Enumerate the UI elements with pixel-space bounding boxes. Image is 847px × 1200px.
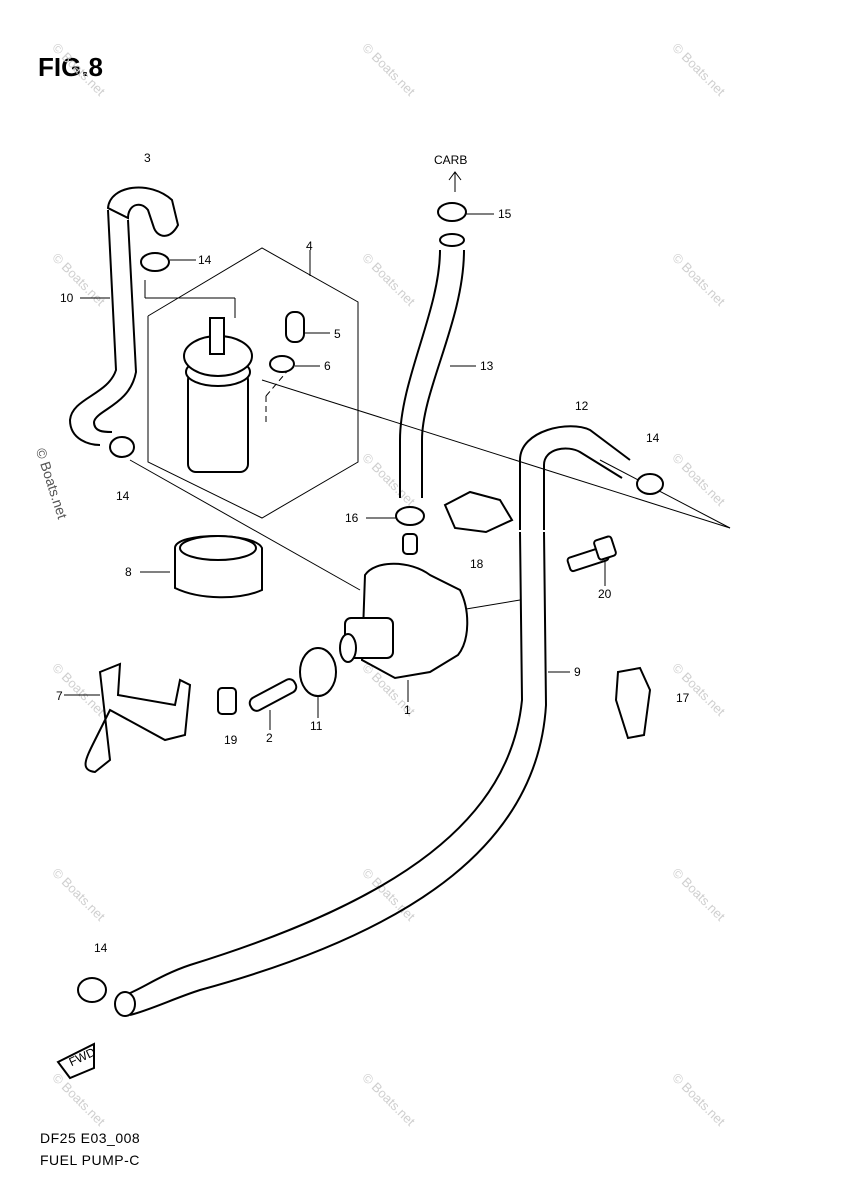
callout-14: 14: [94, 941, 108, 955]
hose-13-end: [439, 233, 465, 247]
clamp-14: [109, 436, 135, 458]
hose-13: [421, 249, 465, 498]
hose-12: [519, 425, 631, 530]
hose-10: [68, 209, 118, 446]
hose-10: [92, 219, 138, 433]
callout-18: 18: [470, 557, 484, 571]
hose-9-end: [114, 991, 136, 1017]
fitting-19: [217, 687, 237, 715]
clamp-14: [636, 473, 664, 495]
assembly-4-outline: [147, 247, 359, 519]
pin-2: [248, 678, 298, 712]
callout-11: 11: [310, 719, 323, 733]
clip-17: [614, 666, 652, 740]
clip-18: [443, 490, 514, 534]
callout-16: 16: [345, 511, 359, 525]
callout-5: 5: [334, 327, 341, 341]
callout-8: 8: [125, 565, 132, 579]
callout-19: 19: [224, 733, 238, 747]
hose-9: [124, 531, 524, 996]
pump-nipple: [402, 533, 418, 555]
callout-4: 4: [306, 239, 313, 253]
figure-title: FIG.8: [38, 52, 104, 82]
callout-9: 9: [574, 665, 581, 679]
fwd-arrow: [56, 1042, 95, 1080]
callout-14: 14: [198, 253, 212, 267]
clamp-14: [77, 977, 107, 1003]
hose-3: [106, 186, 180, 237]
callout-17: 17: [676, 691, 690, 705]
callout-10: 10: [60, 291, 74, 305]
clamp-6: [269, 355, 295, 373]
callout-7: 7: [56, 689, 63, 703]
clamp-16: [395, 506, 425, 526]
callout-2: 2: [266, 731, 273, 745]
callout-14: 14: [646, 431, 660, 445]
diagram-name: FUEL PUMP-C: [40, 1152, 140, 1168]
callout-15: 15: [498, 207, 512, 221]
clamp-15: [437, 202, 467, 222]
callout-13: 13: [480, 359, 494, 373]
clamp-14: [140, 252, 170, 272]
callout-carb: CARB: [434, 153, 467, 167]
dashed-line: [265, 367, 291, 397]
callout-3: 3: [144, 151, 151, 165]
leader-line: [129, 459, 361, 591]
hose-13: [399, 249, 441, 498]
callout-20: 20: [598, 587, 612, 601]
bracket-7: [84, 662, 192, 774]
o-ring-11: [299, 647, 337, 697]
leader-line: [599, 459, 731, 529]
leader-line: [261, 379, 731, 529]
cap-5: [285, 311, 305, 343]
diagram-code: DF25 E03_008: [40, 1130, 141, 1146]
callout-6: 6: [324, 359, 331, 373]
bolt-20-head: [593, 535, 617, 561]
hose-12: [543, 447, 623, 530]
filter-nipple: [209, 317, 225, 355]
callout-1: 1: [404, 703, 411, 717]
bracket-8-ring: [179, 535, 257, 561]
carb-arrow: [448, 171, 462, 181]
callout-12: 12: [575, 399, 589, 413]
hose-9: [129, 531, 548, 1016]
pump-outlet-face: [339, 633, 357, 663]
callout-14: 14: [116, 489, 130, 503]
